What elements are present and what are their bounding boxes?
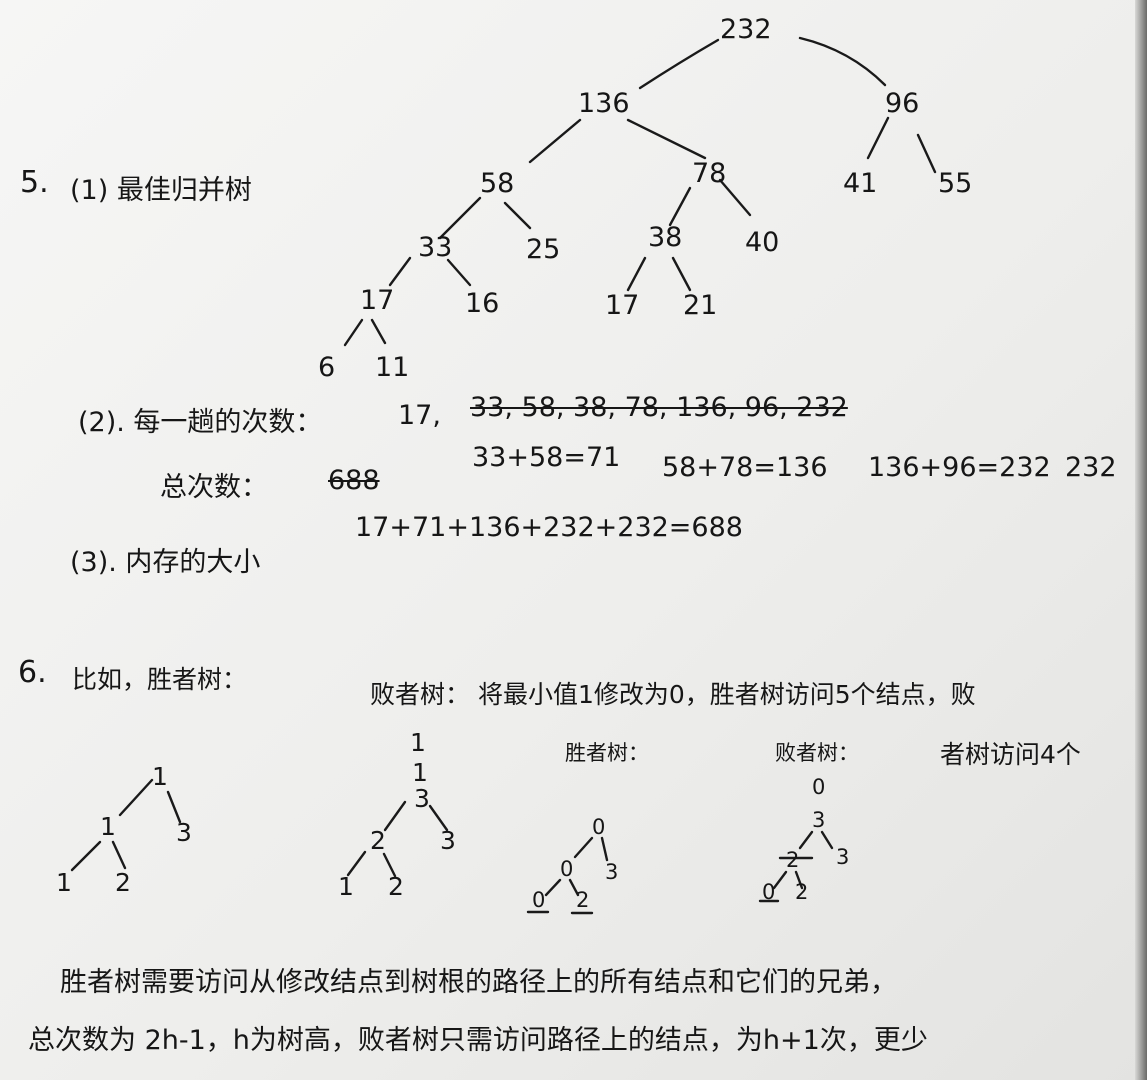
t4-leaf-left: 0 bbox=[762, 880, 776, 904]
edge-96-41 bbox=[866, 116, 890, 160]
tree-node-17-right: 17 bbox=[605, 290, 640, 321]
t1-right: 3 bbox=[176, 818, 192, 847]
q6-loser-description: 败者树： 将最小值1修改为0，胜者树访问5个结点，败 bbox=[370, 680, 976, 709]
paper-edge-shadow bbox=[1135, 0, 1147, 1080]
t3-leaf-left: 0 bbox=[532, 888, 546, 912]
tree-node-55: 55 bbox=[938, 168, 973, 199]
t2-leaf-1: 1 bbox=[338, 872, 354, 901]
tree-node-58: 58 bbox=[480, 168, 515, 199]
t1-left: 1 bbox=[100, 812, 116, 841]
t4-left: 2 bbox=[786, 848, 800, 872]
tree-node-78: 78 bbox=[692, 158, 727, 189]
q6-number: 6. bbox=[18, 655, 47, 690]
t4-top: 0 bbox=[812, 775, 826, 799]
t1-root: 1 bbox=[152, 762, 168, 791]
q5-part3-heading: (3). 内存的大小 bbox=[70, 547, 261, 578]
t1-leaf-left: 1 bbox=[56, 868, 72, 897]
edge-78-40 bbox=[718, 178, 752, 217]
tree-node-38: 38 bbox=[648, 222, 683, 253]
edge-78-38 bbox=[668, 186, 692, 227]
tree-node-136: 136 bbox=[578, 88, 630, 119]
q6-loser-tree-label: 败者树： bbox=[775, 741, 859, 765]
q5-part2-crossed-out: 33, 58, 38, 78, 136, 96, 232 bbox=[470, 392, 848, 423]
t3-right: 3 bbox=[605, 860, 619, 884]
edge-58-33 bbox=[438, 196, 482, 240]
q5-number: 5. bbox=[20, 165, 49, 200]
q5-total-crossed-out: 688 bbox=[328, 465, 380, 496]
edge-136-58 bbox=[528, 118, 582, 164]
t2-node-2: 2 bbox=[370, 826, 386, 855]
tree-node-16: 16 bbox=[465, 288, 500, 319]
tree-node-25: 25 bbox=[526, 234, 561, 265]
t2-node-3: 3 bbox=[414, 784, 430, 813]
q6-winner-tree-label: 胜者树： bbox=[565, 741, 649, 765]
q5-total-label: 总次数： bbox=[160, 472, 268, 503]
edge-232-136 bbox=[638, 38, 720, 90]
tree-node-96: 96 bbox=[885, 88, 920, 119]
tree-node-232: 232 bbox=[720, 14, 772, 45]
t1-leaf-right: 2 bbox=[115, 868, 131, 897]
edge-17-11 bbox=[370, 318, 387, 345]
q5-part2-first: 17, bbox=[398, 400, 441, 431]
tree-node-17-left: 17 bbox=[360, 285, 395, 316]
t2-root: 1 bbox=[412, 758, 428, 787]
q5-eq-136: 58+78=136 bbox=[662, 452, 828, 483]
q5-part1-heading: (1) 最佳归并树 bbox=[70, 175, 252, 206]
edge-38-21 bbox=[671, 256, 692, 292]
q5-sum: 17+71+136+232+232=688 bbox=[355, 512, 743, 543]
q5-eq-232: 136+96=232 bbox=[868, 452, 1051, 483]
edge-17-6 bbox=[343, 318, 364, 347]
t4-right: 3 bbox=[836, 845, 850, 869]
edge-136-78 bbox=[626, 118, 707, 160]
t3-left: 0 bbox=[560, 857, 574, 881]
q6-loser-description-2: 者树访问4个 bbox=[940, 740, 1081, 769]
t2-leaf-2: 2 bbox=[388, 872, 404, 901]
edge-33-16 bbox=[446, 258, 472, 287]
tree-node-33: 33 bbox=[418, 232, 453, 263]
q6-paragraph-line2: 总次数为 2h-1，h为树高，败者树只需访问路径上的结点，为h+1次，更少 bbox=[28, 1025, 928, 1056]
t2-leaf-3: 3 bbox=[440, 826, 456, 855]
edge-38-17 bbox=[626, 256, 647, 292]
tree-node-11: 11 bbox=[375, 352, 410, 383]
t3-leaf-right: 2 bbox=[576, 888, 590, 912]
edge-232-96 bbox=[798, 36, 887, 87]
edge-96-55 bbox=[916, 133, 937, 174]
q5-eq-71: 33+58=71 bbox=[472, 442, 621, 473]
tree-node-6: 6 bbox=[318, 352, 336, 383]
t3-root: 0 bbox=[592, 815, 606, 839]
t4-root: 3 bbox=[812, 808, 826, 832]
t4-leaf-right: 2 bbox=[795, 880, 809, 904]
q5-part2-heading: (2). 每一趟的次数： bbox=[78, 407, 323, 438]
q5-eq-232b: 232 bbox=[1065, 452, 1117, 483]
tree-node-21: 21 bbox=[683, 290, 718, 321]
edge-33-17 bbox=[388, 256, 412, 287]
t2-top: 1 bbox=[410, 728, 426, 757]
edge-58-25 bbox=[503, 201, 532, 230]
q6-intro: 比如，胜者树： bbox=[72, 665, 248, 694]
tree-node-40: 40 bbox=[745, 227, 780, 258]
q6-paragraph-line1: 胜者树需要访问从修改结点到树根的路径上的所有结点和它们的兄弟， bbox=[60, 967, 897, 998]
tree-node-41: 41 bbox=[843, 168, 878, 199]
